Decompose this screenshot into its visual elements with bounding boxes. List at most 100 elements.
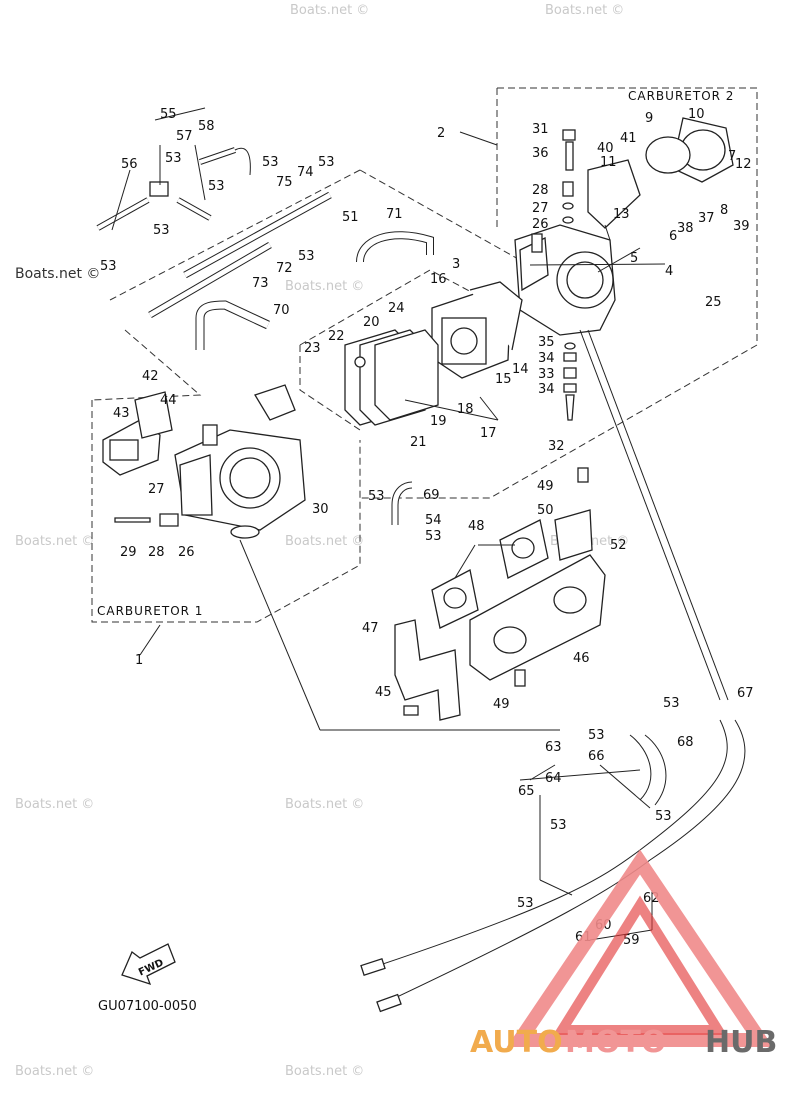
callout-56: 56: [121, 157, 138, 172]
callout-10: 10: [688, 107, 705, 122]
callout-15: 15: [495, 372, 512, 387]
fwd-arrow: FWD: [121, 943, 176, 986]
pump-cover: [587, 159, 641, 229]
callout-11: 11: [600, 155, 617, 170]
watermark: Boats.net ©: [285, 797, 364, 812]
watermark: Boats.net ©: [15, 534, 94, 549]
bracket-stay: [394, 619, 461, 721]
callout-22: 22: [328, 329, 345, 344]
callout-71: 71: [386, 207, 403, 222]
group-label-carburetor-2: CARBURETOR 2: [628, 89, 734, 103]
callout-53m: 53: [655, 809, 672, 824]
callout-2: 2: [437, 126, 445, 141]
callout-28a: 28: [532, 183, 549, 198]
diaphragm-cover: [645, 117, 734, 183]
logo-hub: HUB: [705, 1025, 777, 1060]
callout-36: 36: [532, 146, 549, 161]
group-frames: [91, 87, 758, 623]
reed-valve-block: [431, 281, 523, 379]
callout-5: 5: [630, 251, 638, 266]
callout-19: 19: [430, 414, 447, 429]
callout-26b: 26: [178, 545, 195, 560]
callout-12: 12: [735, 157, 752, 172]
callout-39: 39: [733, 219, 750, 234]
callout-31: 31: [532, 122, 549, 137]
watermark: Boats.net ©: [545, 3, 624, 18]
watermark: Boats.net ©: [15, 266, 100, 282]
callout-53e: 53: [262, 155, 279, 170]
callout-37: 37: [698, 211, 715, 226]
callout-53i: 53: [425, 529, 442, 544]
callout-59: 59: [623, 933, 640, 948]
callout-55: 55: [160, 107, 177, 122]
callout-7: 7: [728, 149, 736, 164]
callout-52: 52: [610, 538, 627, 553]
callout-49b: 49: [493, 697, 510, 712]
callout-54: 54: [425, 513, 442, 528]
callout-9: 9: [645, 111, 653, 126]
callout-53c: 53: [165, 151, 182, 166]
logo-moto: MOTO: [565, 1025, 666, 1060]
callout-24: 24: [388, 301, 405, 316]
callout-47: 47: [362, 621, 379, 636]
callout-53b: 53: [153, 223, 170, 238]
callout-3: 3: [452, 257, 460, 272]
callout-50: 50: [537, 503, 554, 518]
callout-34a: 34: [538, 351, 555, 366]
group-label-carburetor-1: CARBURETOR 1: [97, 604, 203, 618]
gasket-plates: [344, 329, 439, 426]
callout-53j: 53: [663, 696, 680, 711]
callout-41: 41: [620, 131, 637, 146]
linkage-rods: [96, 147, 251, 231]
callout-49a: 49: [537, 479, 554, 494]
callout-40: 40: [597, 141, 614, 156]
callout-53l: 53: [550, 818, 567, 833]
leader-lines: [111, 107, 666, 941]
callout-69: 69: [423, 488, 440, 503]
callout-6: 6: [669, 229, 677, 244]
callout-21: 21: [410, 435, 427, 450]
carburetor-1-body: [174, 384, 306, 539]
callout-53g: 53: [298, 249, 315, 264]
callout-27b: 27: [148, 482, 165, 497]
bolt: [577, 467, 589, 483]
watermark: Boats.net ©: [15, 1064, 94, 1079]
callout-14: 14: [512, 362, 529, 377]
bracket: [554, 509, 593, 561]
drawing-code: GU07100-0050: [98, 999, 197, 1014]
callout-13: 13: [613, 207, 630, 222]
callout-33: 33: [538, 367, 555, 382]
callout-45: 45: [375, 685, 392, 700]
callout-35: 35: [538, 335, 555, 350]
callout-64: 64: [545, 771, 562, 786]
callout-63: 63: [545, 740, 562, 755]
callout-75: 75: [276, 175, 293, 190]
callout-70: 70: [273, 303, 290, 318]
callout-20: 20: [363, 315, 380, 330]
callout-28b: 28: [148, 545, 165, 560]
callout-53f: 53: [318, 155, 335, 170]
callout-53d: 53: [208, 179, 225, 194]
callouts: 1 2 3 4 5 6 7 8 9 10 11 12 13 14 15 16 1…: [100, 107, 754, 948]
callout-18: 18: [457, 402, 474, 417]
watermark: Boats.net ©: [285, 534, 364, 549]
callout-67: 67: [737, 686, 754, 701]
watermark: Boats.net ©: [15, 797, 94, 812]
callout-26a: 26: [532, 217, 549, 232]
callout-32: 32: [548, 439, 565, 454]
callout-8: 8: [720, 203, 728, 218]
callout-68: 68: [677, 735, 694, 750]
carburetor-2-body: [514, 224, 616, 336]
throttle-shafts: [148, 191, 332, 319]
callout-16: 16: [430, 272, 447, 287]
callout-58: 58: [198, 119, 215, 134]
logo-auto: AUTO: [470, 1025, 563, 1060]
callout-72: 72: [276, 261, 293, 276]
callout-73: 73: [252, 276, 269, 291]
bolt: [514, 669, 526, 687]
throttle-cables: [360, 329, 746, 1013]
callout-27a: 27: [532, 201, 549, 216]
callout-42: 42: [142, 369, 159, 384]
intake-manifold: [431, 519, 606, 681]
